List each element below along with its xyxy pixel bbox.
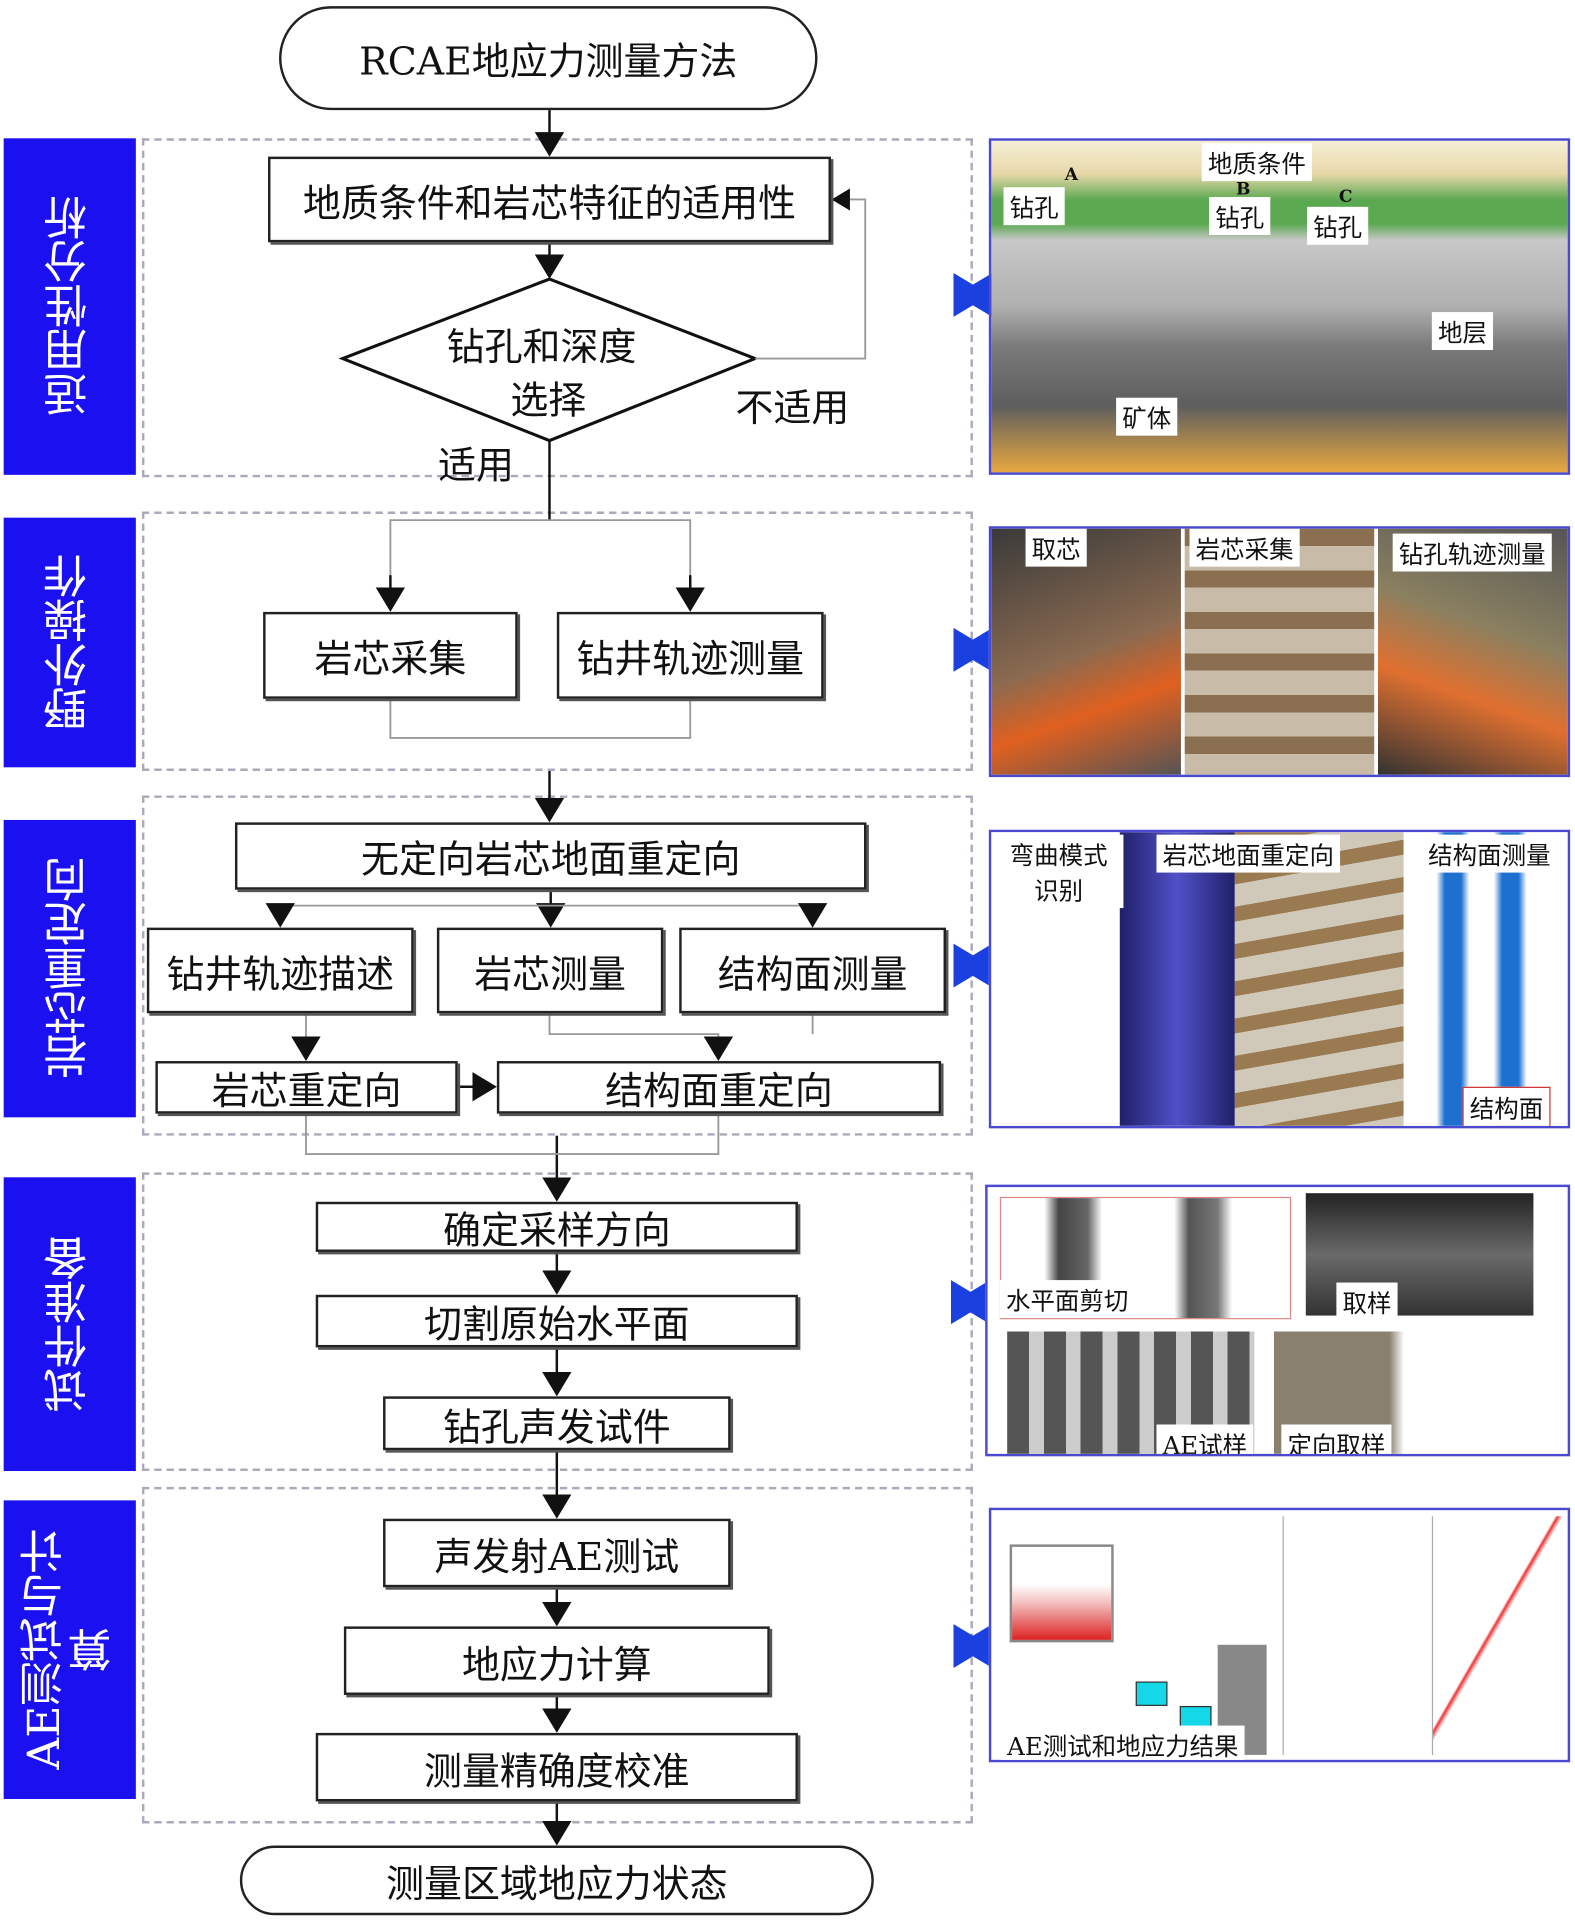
- label-ae-sample: AE试样: [1156, 1424, 1254, 1454]
- label-horizontal-cut: 水平面剪切: [999, 1280, 1135, 1319]
- photo-label-core-collection: 岩芯采集: [1189, 528, 1300, 567]
- cut-plane-box: 切割原始水平面: [315, 1294, 798, 1348]
- core-reorientation-box: 岩芯重定向: [155, 1061, 458, 1114]
- structure-core-image: [1403, 832, 1568, 1126]
- stratum-label: 地层: [1431, 312, 1494, 351]
- geology-title-label: 地质条件: [1201, 143, 1312, 182]
- point-b: B: [1236, 179, 1251, 200]
- label-not-suitable: 不适用: [735, 386, 850, 431]
- stress-plot: [1431, 1516, 1567, 1755]
- drill-label-b: 钻孔: [1209, 197, 1271, 235]
- measuring-photo: [1119, 832, 1235, 1126]
- ae-specimen-box: 钻孔声发试件: [383, 1396, 731, 1451]
- photo-label-coring: 取芯: [1025, 528, 1087, 567]
- core-reorient-photo: [1234, 832, 1404, 1126]
- label-structure-measure: 结构面测量: [1422, 834, 1557, 873]
- reorientation-panel: 弯曲模式识别 岩芯地面重定向 结构面测量 结构面: [988, 829, 1571, 1129]
- suitability-box: 地质条件和岩芯特征的适用性: [268, 156, 831, 243]
- coring-photo: [991, 528, 1181, 775]
- sampling-direction-box: 确定采样方向: [315, 1201, 798, 1253]
- label-ground-reorient: 岩芯地面重定向: [1156, 834, 1341, 873]
- point-c: C: [1338, 187, 1353, 207]
- label-structure-plane: 结构面: [1462, 1086, 1551, 1126]
- monitor-icon: [1009, 1544, 1114, 1643]
- ore-label: 矿体: [1116, 397, 1178, 436]
- label-oriented-sampling: 定向取样: [1281, 1424, 1392, 1454]
- accuracy-calibration-box: 测量精确度校准: [315, 1732, 798, 1802]
- label-bending: 弯曲模式识别: [993, 834, 1124, 909]
- drill-label-c: 钻孔: [1307, 206, 1369, 245]
- amplifier-icon: [1135, 1681, 1168, 1706]
- trajectory-description-box: 钻井轨迹描述: [146, 927, 414, 1014]
- decision-text-2: 选择: [510, 379, 587, 424]
- label-sampling: 取样: [1336, 1282, 1398, 1321]
- photo-label-trajectory: 钻孔轨迹测量: [1392, 533, 1552, 572]
- label-ae-results: AE测试和地应力结果: [1001, 1725, 1245, 1760]
- orientation-plot: [1282, 1516, 1420, 1755]
- specimen-panel: 水平面剪切 取样 AE试样 定向取样: [985, 1184, 1571, 1457]
- start-terminal: RCAE地应力测量方法: [279, 6, 818, 111]
- point-a: A: [1064, 165, 1079, 185]
- ae-test-box: 声发射AE测试: [383, 1518, 731, 1588]
- structure-reorientation-box: 结构面重定向: [496, 1061, 942, 1114]
- structure-measurement-box: 结构面测量: [679, 927, 946, 1014]
- core-collection-box: 岩芯采集: [263, 611, 518, 699]
- geology-image-panel: 地质条件 钻孔 钻孔 钻孔 A B C 地层 矿体: [988, 138, 1571, 475]
- field-photos-panel: 取芯 岩芯采集 钻孔轨迹测量: [988, 526, 1571, 778]
- end-terminal: 测量区域地应力状态: [239, 1845, 874, 1916]
- ground-reorientation-box: 无定向岩芯地面重定向: [234, 822, 867, 890]
- drill-label-a: 钻孔: [1003, 187, 1065, 226]
- stress-calc-box: 地应力计算: [343, 1626, 770, 1695]
- ae-results-panel: AE测试和地应力结果: [988, 1507, 1571, 1763]
- label-suitable: 适用: [438, 444, 514, 489]
- core-boxes-photo: [1180, 528, 1378, 775]
- borehole-trajectory-box: 钻井轨迹测量: [556, 611, 824, 699]
- core-measurement-box: 岩芯测量: [436, 927, 664, 1014]
- decision-text-1: 钻孔和深度: [446, 325, 637, 370]
